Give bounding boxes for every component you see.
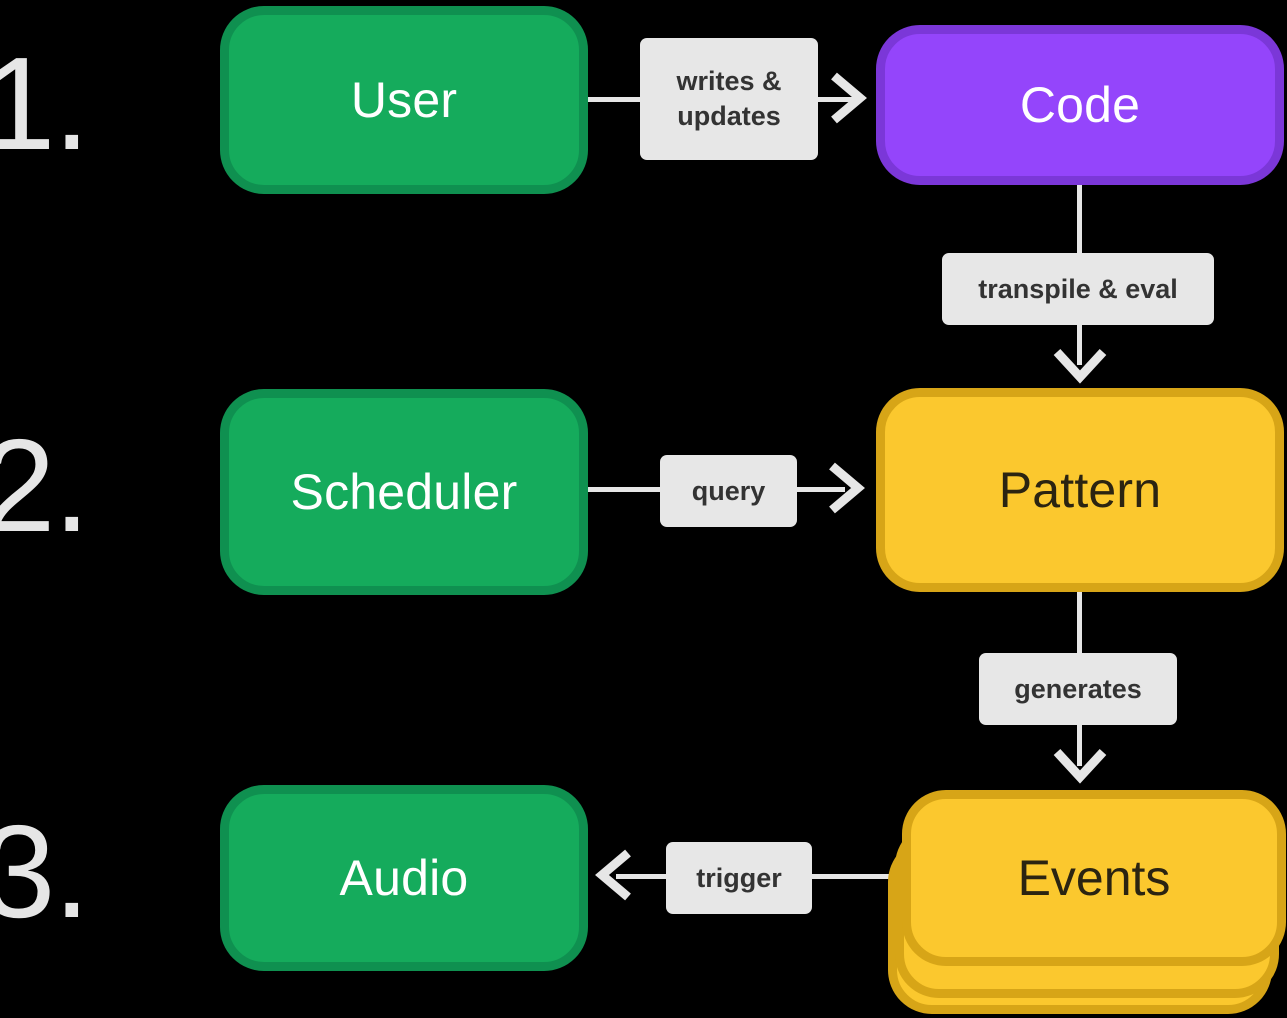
edge-events-audio-arrowhead	[595, 849, 631, 901]
node-pattern-label: Pattern	[998, 462, 1162, 518]
edge-scheduler-pattern-line-right	[797, 487, 845, 492]
edge-scheduler-pattern-line-left	[588, 487, 660, 492]
edge-pattern-events-line-top	[1077, 592, 1082, 654]
edge-pattern-events-line-bottom	[1077, 724, 1082, 766]
node-pattern[interactable]: Pattern	[876, 388, 1284, 592]
edge-label-trigger: trigger	[666, 842, 812, 914]
edge-label-writes-updates: writes & updates	[640, 38, 818, 160]
step-number-1: 1.	[0, 30, 90, 177]
edge-pattern-events-arrowhead	[1053, 748, 1107, 784]
edge-user-code-arrowhead	[831, 72, 867, 124]
node-user-label: User	[350, 72, 458, 128]
edge-events-audio-line-left	[616, 874, 668, 879]
edge-events-audio-line-right	[812, 874, 896, 879]
edge-scheduler-pattern-arrowhead	[829, 462, 865, 514]
node-audio-label: Audio	[339, 850, 469, 906]
edge-code-pattern-line-top	[1077, 185, 1082, 255]
edge-code-pattern-arrowhead	[1053, 348, 1107, 384]
edge-code-pattern-line-bottom	[1077, 325, 1082, 365]
node-code[interactable]: Code	[876, 25, 1284, 185]
node-code-label: Code	[1019, 77, 1141, 133]
step-number-3: 3.	[0, 798, 90, 945]
node-scheduler[interactable]: Scheduler	[220, 389, 588, 595]
node-events-label: Events	[1017, 850, 1171, 906]
edge-label-query: query	[660, 455, 797, 527]
edge-label-transpile-eval: transpile & eval	[942, 253, 1214, 325]
node-user[interactable]: User	[220, 6, 588, 194]
node-audio[interactable]: Audio	[220, 785, 588, 971]
edge-user-code-line-left	[588, 97, 640, 102]
node-events-stack-layer-front: Events	[902, 790, 1286, 966]
step-number-2: 2.	[0, 412, 90, 559]
edge-label-generates: generates	[979, 653, 1177, 725]
node-events[interactable]: Events	[888, 790, 1287, 1018]
node-scheduler-label: Scheduler	[290, 464, 518, 520]
edge-user-code-line-right	[818, 97, 862, 102]
